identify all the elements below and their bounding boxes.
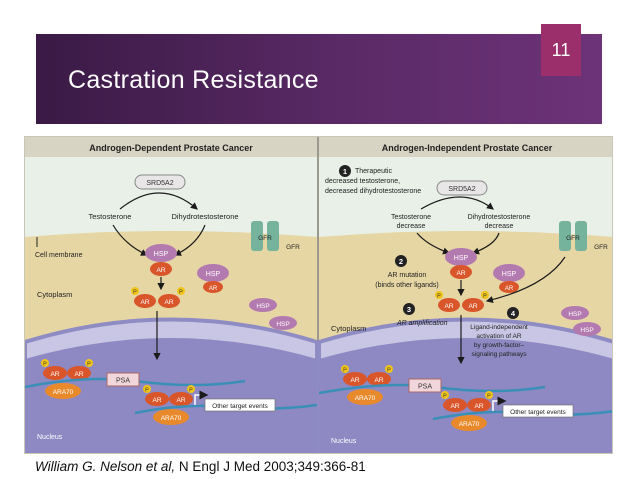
left-ara70-1: ARA70	[53, 389, 74, 396]
left-nuc-ar-a: AR	[50, 371, 59, 378]
left-nuc-p-4: P	[189, 388, 193, 394]
left-other-targets: Other target events	[212, 403, 268, 410]
left-ar-dimer-a: AR	[140, 299, 149, 306]
right-gfr-1: GFR	[566, 235, 580, 242]
left-gfr-1: GFR	[258, 235, 272, 242]
left-nuc-p-2: P	[87, 362, 91, 368]
right-nuc-ar-b: AR	[374, 377, 383, 384]
right-panel-title: Androgen-Independent Prostate Cancer	[382, 143, 553, 153]
slide-number: 11	[541, 24, 581, 76]
step4-text-c: by growth-factor–	[474, 342, 525, 349]
right-nucleus-label: Nucleus	[331, 438, 357, 445]
left-nuc-p-3: P	[145, 388, 149, 394]
step4-text-b: activation of AR	[476, 333, 521, 340]
right-ara70-1: ARA70	[355, 395, 376, 402]
left-membrane-label: Cell membrane	[35, 252, 83, 259]
citation-authors: William G. Nelson et al,	[35, 459, 176, 474]
right-nuc-ar-c: AR	[450, 403, 459, 410]
left-cytoplasm-label: Cytoplasm	[37, 290, 72, 299]
right-other-targets: Other target events	[510, 409, 566, 416]
left-psa: PSA	[116, 378, 130, 385]
left-enzyme: SRD5A2	[146, 180, 173, 187]
left-ara70-2: ARA70	[161, 415, 182, 422]
right-p-2: P	[483, 294, 487, 300]
title-banner	[36, 34, 602, 124]
right-nuc-ar-d: AR	[474, 403, 483, 410]
left-nuc-ar-c: AR	[152, 397, 161, 404]
left-hsp-2: HSP	[206, 271, 221, 278]
step4-number: 4	[511, 309, 516, 318]
left-nuc-ar-d: AR	[176, 397, 185, 404]
right-dht: Dihydrotestosterone	[468, 214, 531, 221]
step4-text-a: Ligand-independent	[470, 324, 528, 331]
right-ar-dimer-b: AR	[468, 303, 477, 310]
pathway-diagram: Androgen-Dependent Prostate Cancer SRD5A…	[25, 137, 612, 453]
left-panel: Androgen-Dependent Prostate Cancer SRD5A…	[25, 137, 319, 453]
left-nuc-ar-b: AR	[74, 371, 83, 378]
right-testosterone: Testosterone	[391, 214, 431, 221]
right-panel: Androgen-Independent Prostate Cancer 1 T…	[317, 137, 612, 453]
left-dht: Dihydrotestosterone	[171, 212, 238, 221]
left-hsp-1: HSP	[154, 251, 169, 258]
left-testosterone: Testosterone	[89, 212, 132, 221]
left-hsp-3: HSP	[256, 303, 269, 310]
right-hsp-1: HSP	[454, 255, 469, 262]
step2-text-a: AR mutation	[388, 272, 427, 279]
right-p-1: P	[437, 294, 441, 300]
step1-number: 1	[343, 167, 347, 176]
slide-title: Castration Resistance	[68, 66, 319, 94]
right-testosterone-decrease: decrease	[397, 223, 426, 230]
right-dht-decrease: decrease	[485, 223, 514, 230]
right-nuc-p-3: P	[443, 394, 447, 400]
right-nuc-p-4: P	[487, 394, 491, 400]
step2-text-b: (binds other ligands)	[375, 282, 438, 289]
left-hsp-4: HSP	[276, 321, 289, 328]
right-nuc-ar-a: AR	[350, 377, 359, 384]
left-gfr-2: GFR	[286, 244, 300, 251]
right-ar-dimer-a: AR	[444, 303, 453, 310]
right-ar-1: AR	[456, 270, 465, 277]
right-ara70-2: ARA70	[459, 421, 480, 428]
right-enzyme: SRD5A2	[448, 186, 475, 193]
step1-text-a: Therapeutic	[355, 168, 392, 175]
left-ar-1: AR	[156, 267, 165, 274]
left-panel-title: Androgen-Dependent Prostate Cancer	[89, 143, 253, 153]
right-psa: PSA	[418, 384, 432, 391]
citation-ref: N Engl J Med 2003;349:366-81	[175, 459, 366, 474]
pathway-figure: Androgen-Dependent Prostate Cancer SRD5A…	[24, 136, 613, 454]
right-cytoplasm-label: Cytoplasm	[331, 324, 366, 333]
step3-number: 3	[407, 305, 411, 314]
left-ar-2: AR	[209, 286, 218, 292]
step4-text-d: signaling pathways	[472, 351, 528, 358]
right-ar-2: AR	[505, 286, 514, 292]
right-nuc-p-2: P	[387, 368, 391, 374]
step2-number: 2	[399, 257, 403, 266]
right-hsp-4: HSP	[580, 327, 593, 334]
left-p-2: P	[179, 290, 183, 296]
left-p-1: P	[133, 290, 137, 296]
right-hsp-3: HSP	[568, 311, 581, 318]
citation: William G. Nelson et al, N Engl J Med 20…	[35, 459, 366, 474]
left-nucleus-label: Nucleus	[37, 434, 63, 441]
right-hsp-2: HSP	[502, 271, 517, 278]
right-gfr-2: GFR	[594, 244, 608, 251]
right-nuc-p-1: P	[343, 368, 347, 374]
step3-text: AR amplification	[396, 320, 448, 327]
step1-text-c: decreased dihydrotestosterone	[325, 188, 421, 195]
left-ar-dimer-b: AR	[164, 299, 173, 306]
left-nuc-p-1: P	[43, 362, 47, 368]
step1-text-b: decreased testosterone,	[325, 178, 400, 185]
